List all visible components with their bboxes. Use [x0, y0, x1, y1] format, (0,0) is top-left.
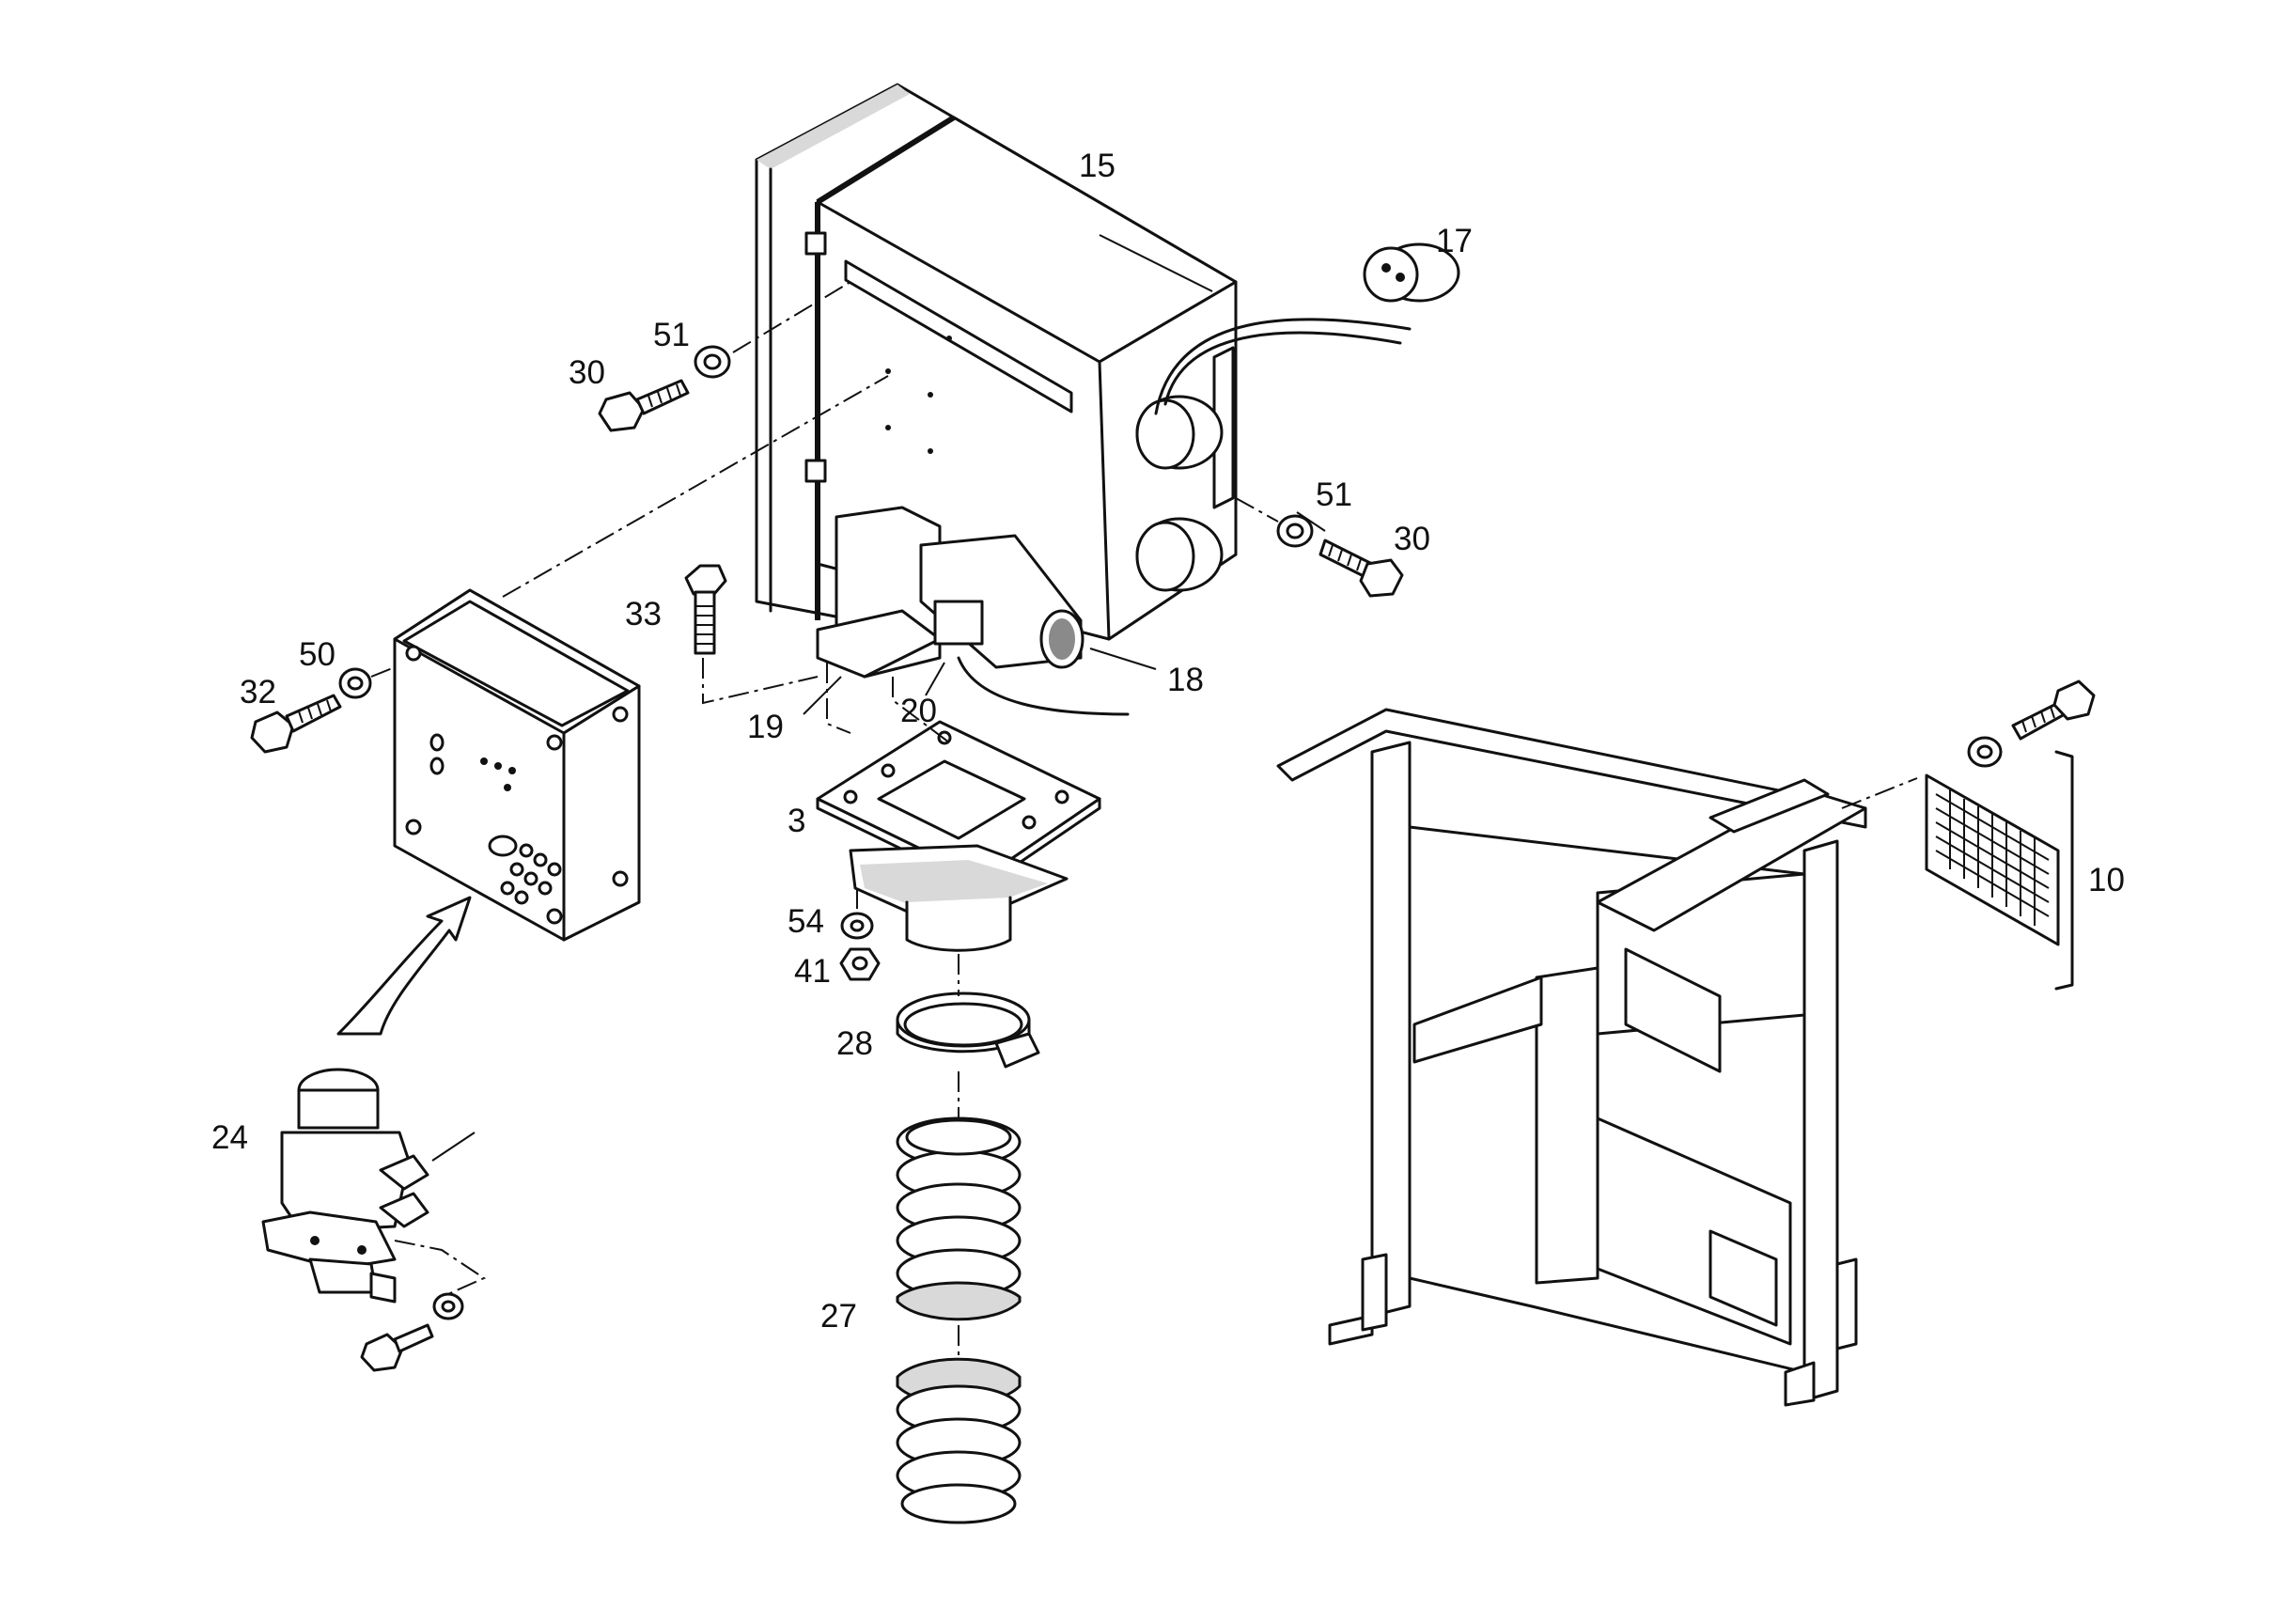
- callout-51-right: 51: [1316, 476, 1352, 513]
- callout-30-right: 30: [1394, 521, 1430, 557]
- callout-30-left: 30: [569, 354, 605, 391]
- hose-27-lower: [896, 1357, 1022, 1524]
- callout-41: 41: [794, 953, 831, 990]
- pump-24: [261, 1068, 429, 1304]
- cable-17: [1154, 318, 1412, 415]
- clamp-28: [896, 992, 1040, 1069]
- callout-28: 28: [836, 1025, 873, 1062]
- washer-24: [432, 1292, 464, 1320]
- callout-19: 19: [747, 709, 784, 745]
- washer-51-left: [694, 345, 731, 379]
- washer-54: [840, 912, 874, 940]
- callout-27: 27: [820, 1298, 857, 1335]
- callout-33: 33: [625, 596, 662, 632]
- bolt-10: [2011, 679, 2096, 741]
- bolt-32: [250, 694, 342, 754]
- callout-20: 20: [900, 693, 937, 729]
- electrical-box: [393, 588, 641, 942]
- washer-51-right: [1276, 514, 1314, 548]
- callout-24: 24: [211, 1119, 248, 1156]
- bolt-30-left: [598, 379, 690, 432]
- bolt-30-right: [1318, 539, 1404, 598]
- washer-50: [338, 667, 372, 699]
- callout-54: 54: [788, 903, 824, 940]
- grille-10: [1925, 773, 2060, 946]
- bolt-24: [360, 1323, 434, 1372]
- mounting-frame: [1276, 708, 1867, 1407]
- bolt-33: [684, 564, 727, 655]
- nut-41: [839, 947, 881, 981]
- callout-15: 15: [1079, 148, 1116, 184]
- washer-10: [1967, 736, 2003, 768]
- callout-50: 50: [299, 636, 335, 673]
- heater-unit: [755, 83, 1238, 716]
- callout-17: 17: [1436, 223, 1473, 259]
- flange-3: [816, 720, 1101, 952]
- bracket-10: [2054, 750, 2074, 991]
- callout-3: 3: [788, 803, 805, 839]
- callout-51-left: 51: [653, 317, 690, 353]
- callout-32: 32: [240, 674, 276, 710]
- insert-arrow: [336, 896, 472, 1036]
- callout-18: 18: [1167, 662, 1204, 698]
- hose-27-upper: [896, 1116, 1022, 1321]
- connector-17: [1363, 242, 1460, 303]
- callout-10: 10: [2088, 862, 2125, 898]
